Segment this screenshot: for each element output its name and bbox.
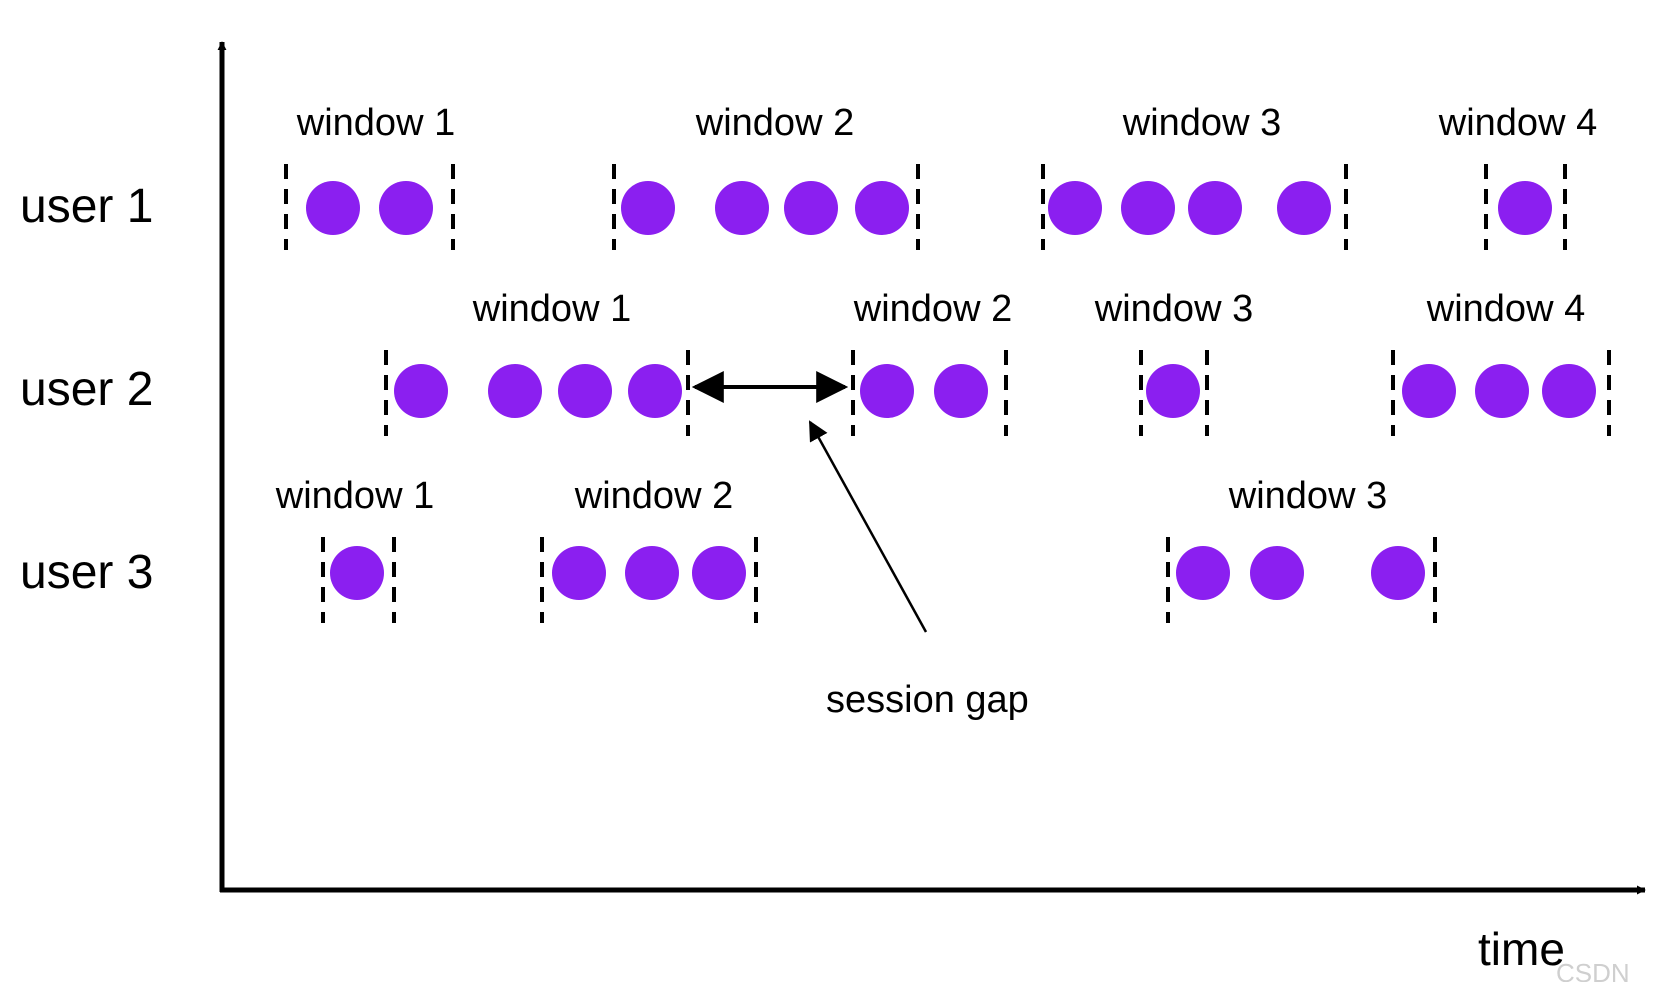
event-dot	[1188, 181, 1242, 235]
window-label: window 1	[472, 288, 631, 330]
event-dot	[628, 364, 682, 418]
event-dot	[625, 546, 679, 600]
event-dot	[552, 546, 606, 600]
event-dot	[715, 181, 769, 235]
event-dot	[488, 364, 542, 418]
user-2-window-2: window 2	[851, 288, 1012, 436]
event-dot	[1048, 181, 1102, 235]
event-dot	[1176, 546, 1230, 600]
window-label: window 1	[275, 475, 434, 517]
event-dot	[330, 546, 384, 600]
window-label: window 4	[1426, 288, 1585, 330]
window-label: window 4	[1438, 102, 1597, 144]
event-dot	[1402, 364, 1456, 418]
csdn-watermark: CSDN	[1556, 958, 1630, 982]
window-label: window 2	[853, 288, 1012, 330]
time-axis-label: time	[1478, 923, 1565, 975]
user-1-window-3: window 3	[1041, 102, 1348, 250]
window-label: window 3	[1094, 288, 1253, 330]
user-3-window-2: window 2	[540, 475, 758, 623]
session-gap-pointer	[808, 420, 928, 633]
event-dot	[784, 181, 838, 235]
event-dot	[860, 364, 914, 418]
event-dot	[306, 181, 360, 235]
window-label: window 3	[1122, 102, 1281, 144]
window-label: window 3	[1228, 475, 1387, 517]
session-gap-label: session gap	[826, 679, 1029, 721]
user-2-label: user 2	[20, 363, 153, 416]
event-dot	[1277, 181, 1331, 235]
event-dot	[379, 181, 433, 235]
event-dot	[621, 181, 675, 235]
window-label: window 2	[574, 475, 733, 517]
event-dot	[394, 364, 448, 418]
event-dot	[934, 364, 988, 418]
event-dot	[1250, 546, 1304, 600]
user-1-label: user 1	[20, 180, 153, 233]
event-dot	[1498, 181, 1552, 235]
user-2-window-1: window 1	[384, 288, 690, 436]
event-dot	[1121, 181, 1175, 235]
event-dot	[1475, 364, 1529, 418]
event-dot	[1146, 364, 1200, 418]
window-label: window 1	[296, 102, 455, 144]
event-dot	[692, 546, 746, 600]
event-dot	[1542, 364, 1596, 418]
user-1-window-4: window 4	[1438, 102, 1597, 250]
user-3-window-3: window 3	[1166, 475, 1437, 623]
user-3-label: user 3	[20, 546, 153, 599]
event-dot	[558, 364, 612, 418]
event-dot	[1371, 546, 1425, 600]
user-3-window-1: window 1	[275, 475, 434, 623]
user-2-window-4: window 4	[1391, 288, 1611, 436]
user-1-window-2: window 2	[612, 102, 920, 250]
user-1-window-1: window 1	[284, 102, 455, 250]
window-label: window 2	[695, 102, 854, 144]
user-2-window-3: window 3	[1094, 288, 1253, 436]
event-dot	[855, 181, 909, 235]
